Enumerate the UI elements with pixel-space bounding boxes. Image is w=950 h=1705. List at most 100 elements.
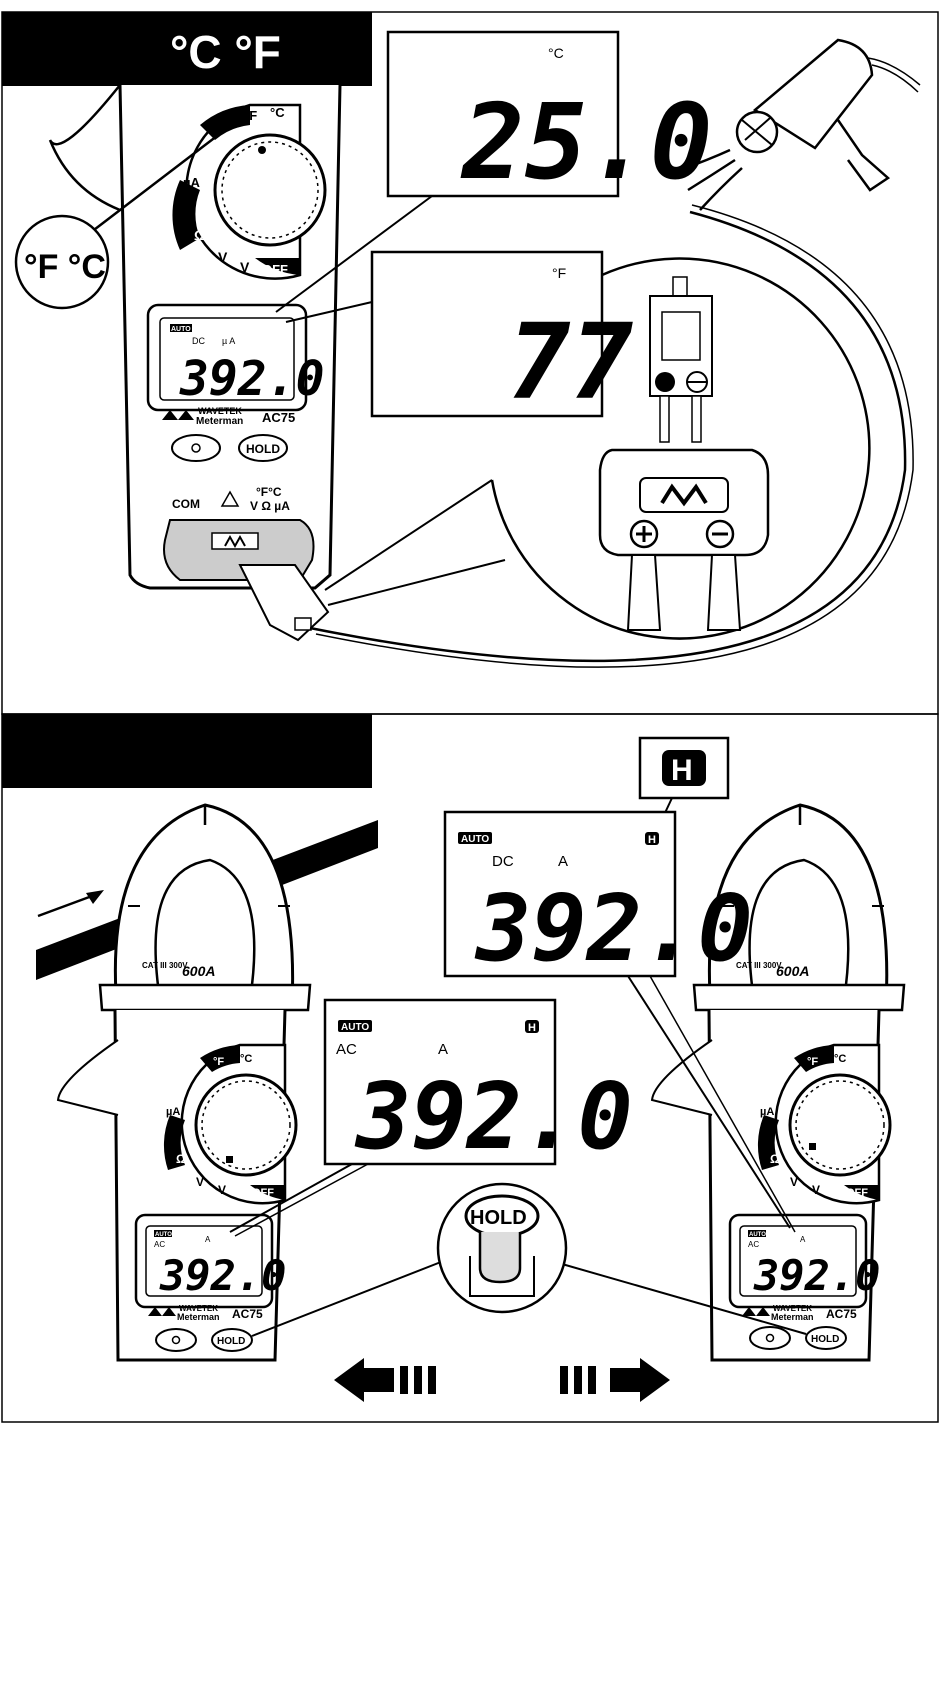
brand-top: WAVETEK — [179, 1304, 218, 1313]
backlight-button[interactable] — [155, 1328, 197, 1352]
warning-icon — [220, 490, 240, 507]
dial-v-label: V — [218, 249, 228, 265]
hold-button-label: HOLD — [811, 1334, 839, 1345]
clamp-meter-left: CAT III 300V 600A °F °C µA Ω V V OFF AUT… — [56, 803, 312, 1362]
hold-callout-label: HOLD — [470, 1207, 527, 1229]
dial-ohm-label: Ω — [176, 1152, 186, 1166]
inset-fahrenheit: °F 77 — [285, 250, 634, 423]
callout-line-dc-inset — [627, 975, 791, 1229]
meterman-logo-icon — [742, 1307, 770, 1316]
dial-vac-label: V — [218, 1183, 226, 1197]
dial-f-label: °F — [244, 108, 257, 123]
inset-celsius-unit: °C — [548, 45, 564, 61]
backlight-button[interactable] — [749, 1326, 791, 1350]
dial-off-label: OFF — [846, 1187, 868, 1199]
function-dial: °F °C µA Ω V V OFF — [172, 103, 327, 280]
knob-grip — [221, 141, 319, 239]
inset-ac-reading: AUTO AC A H 392.0 — [229, 998, 633, 1237]
side-trigger — [56, 1039, 119, 1116]
lcd-unit: A — [800, 1235, 806, 1244]
mini-plug-cable — [672, 276, 688, 298]
callout-line-fahrenheit — [285, 301, 373, 323]
knob-pointer — [226, 1156, 233, 1163]
meterman-logo-icon — [148, 1307, 176, 1316]
hold-button-label: HOLD — [217, 1336, 245, 1347]
inset-dc-hold: H — [648, 834, 656, 846]
hold-indicator-symbol: H — [671, 754, 693, 787]
heat-gun-handle — [836, 119, 891, 192]
dial-f-label: °F — [213, 1056, 224, 1068]
dial-off-label: OFF — [252, 1187, 274, 1199]
thermocouple-cable — [309, 210, 907, 663]
hold-button[interactable]: HOLD — [211, 1328, 253, 1352]
inset-ac-mode: AC — [336, 1041, 357, 1058]
dial-f-label: °F — [807, 1056, 818, 1068]
jack-labels-bottom: V Ω µA — [250, 499, 290, 513]
callout-line-hold-right — [561, 1263, 807, 1335]
dial-ua-label: µA — [166, 1106, 180, 1118]
lcd-mode: DC — [192, 336, 205, 346]
knob-pointer — [809, 1143, 816, 1150]
knob-pointer — [258, 146, 266, 154]
selector-callout-circle — [14, 214, 110, 310]
current-rating: 600A — [182, 963, 215, 979]
jack-labels-top: °F°C — [256, 485, 282, 499]
arrow-right-icon — [560, 1358, 670, 1402]
callout-line-hold-left — [251, 1259, 447, 1337]
backlight-button[interactable] — [171, 434, 221, 462]
lcd-value: 392.0 — [179, 351, 325, 407]
header-bar — [2, 714, 372, 788]
brand-bottom: Meterman — [196, 416, 243, 427]
model-label: AC75 — [232, 1307, 263, 1321]
lcd-value: 392.0 — [753, 1251, 880, 1300]
jaw-opening — [154, 858, 256, 1001]
dial-ohm-label: Ω — [770, 1152, 780, 1166]
lcd-mode: AC — [748, 1240, 759, 1249]
header-title: °C °F — [170, 26, 281, 78]
lcd-mode: AC — [154, 1240, 165, 1249]
brand-top: WAVETEK — [198, 406, 242, 416]
lcd-unit: µ A — [222, 336, 235, 346]
side-trigger — [650, 1039, 713, 1116]
dial-knob[interactable] — [213, 133, 327, 247]
dial-segment-off — [255, 258, 300, 275]
adapter-socket-logo-plate — [639, 477, 729, 513]
plug-detail-circle — [324, 257, 871, 640]
dial-ua-label: µA — [183, 175, 200, 190]
inset-dc-mode: DC — [492, 853, 514, 870]
lcd-auto: AUTO — [749, 1232, 766, 1238]
finger-press-icon — [478, 1232, 522, 1284]
inset-dc-auto: AUTO — [461, 834, 489, 845]
inset-celsius: °C 25.0 — [275, 30, 712, 313]
lcd-screen — [739, 1225, 857, 1297]
mini-plug-window — [661, 311, 701, 361]
hold-button[interactable]: HOLD — [805, 1326, 847, 1350]
dial-segment-black-left — [172, 180, 200, 250]
detail-circle-outline — [490, 257, 871, 640]
current-arrow-icon — [37, 894, 93, 918]
brand-bottom: Meterman — [771, 1312, 814, 1322]
dial-vac-label: V — [240, 259, 250, 275]
socket-banana-plug-negative — [706, 554, 742, 631]
inset-ac-hold: H — [528, 1022, 536, 1034]
inset-dc-unit: A — [558, 853, 568, 870]
jaw-opening — [748, 858, 850, 1001]
arrow-left-icon — [334, 1358, 436, 1402]
callout-line-plug-upper — [324, 479, 493, 591]
heat-gun-icon — [679, 38, 921, 211]
meter-side-grip — [48, 84, 121, 212]
selector-callout-label: °F °C — [24, 248, 106, 286]
lcd-screen — [159, 317, 295, 401]
dial-knob[interactable] — [194, 1073, 298, 1177]
callout-line-selector — [85, 125, 231, 237]
callout-line-plug-lower — [327, 559, 506, 606]
callout-line-celsius — [275, 195, 433, 313]
hold-indicator-callout: H — [638, 736, 730, 833]
dial-c-label: °C — [240, 1053, 252, 1065]
hold-button[interactable]: HOLD — [238, 434, 288, 462]
backlight-icon — [171, 1335, 181, 1345]
dial-v-label: V — [790, 1175, 798, 1189]
jack-com-label: COM — [172, 497, 200, 511]
dial-knob[interactable] — [788, 1073, 892, 1177]
